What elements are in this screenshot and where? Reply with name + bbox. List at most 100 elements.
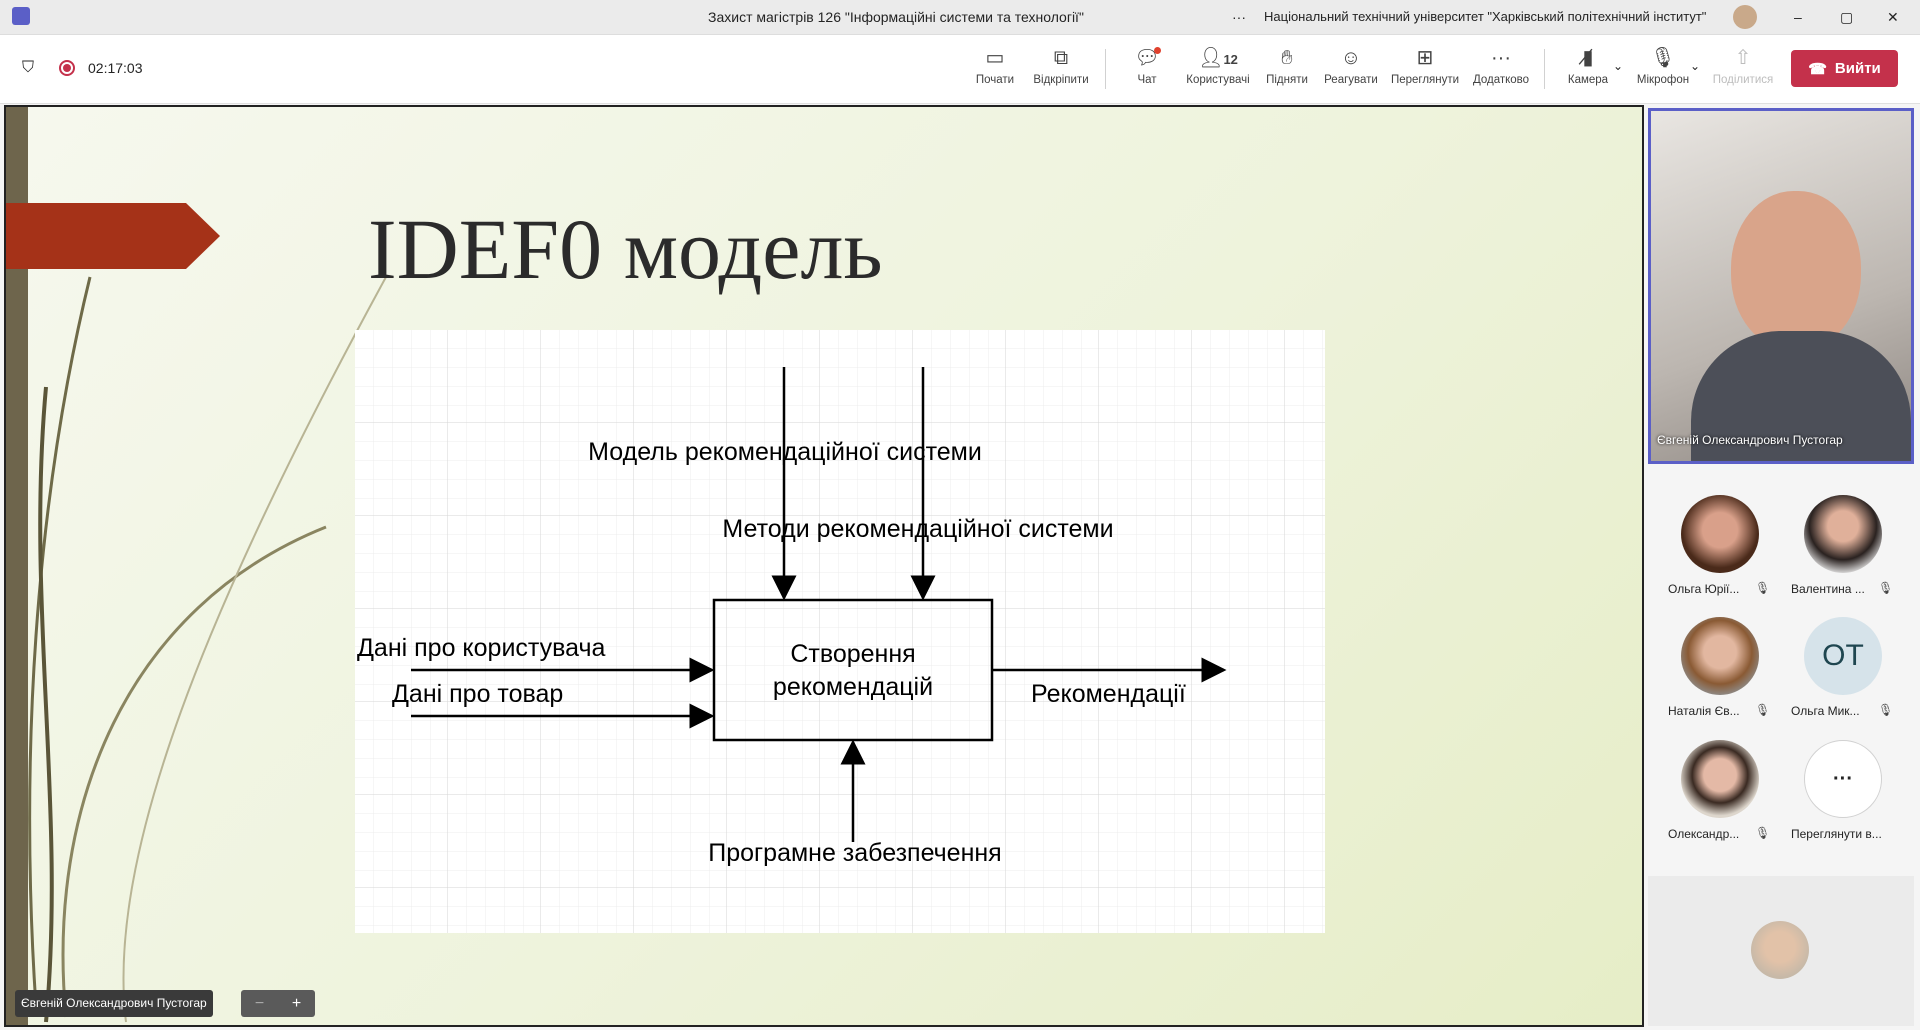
grass-stroke	[122, 276, 387, 1023]
notification-dot	[1154, 47, 1161, 54]
speaker-face	[1731, 191, 1861, 351]
button-label: Почати	[975, 74, 1015, 86]
people-count: 12	[1223, 52, 1238, 67]
camera-button[interactable]: ▮̸ Камера	[1553, 45, 1623, 86]
maximize-button[interactable]: ▢	[1840, 9, 1854, 25]
button-label: Підняти	[1266, 74, 1308, 86]
mic-options-chevron-icon[interactable]: ⌄	[1690, 59, 1701, 73]
participant-avatar[interactable]	[1804, 495, 1882, 573]
camera-off-icon: ▮̸	[1582, 47, 1594, 69]
participant-avatar[interactable]	[1681, 740, 1759, 818]
recording-icon	[59, 60, 75, 76]
grass-stroke	[38, 386, 54, 1023]
people-icon: 👤︎12	[1198, 47, 1238, 69]
control-label-1: Модель рекомендаційної системи	[588, 438, 982, 466]
organization-name[interactable]: Національний технічний університет "Харк…	[1264, 9, 1707, 24]
mic-muted-icon: 🎙︎	[1755, 581, 1771, 595]
participant-name: Ольга Мик...	[1791, 704, 1860, 718]
participant-avatar[interactable]	[1681, 617, 1759, 695]
mic-muted-icon: 🎙︎	[1878, 703, 1894, 717]
button-label: Додатково	[1472, 74, 1530, 86]
speaker-video-tile[interactable]: Євгеній Олександрович Пустогар	[1648, 108, 1914, 464]
shield-icon: ⛉	[22, 59, 35, 76]
phone-hangup-icon: ☎	[1808, 60, 1827, 78]
mic-off-icon: 🎙︎	[1650, 47, 1676, 69]
button-label: Мікрофон	[1636, 74, 1690, 86]
view-button[interactable]: ⊞ Переглянути	[1390, 45, 1460, 86]
participant-name: Олександр...	[1668, 827, 1740, 841]
participant-avatar-initials[interactable]: ОТ	[1804, 617, 1882, 695]
leave-button[interactable]: ☎ Вийти	[1791, 50, 1898, 87]
more-button[interactable]: ··· Додатково	[1466, 45, 1536, 86]
chat-button[interactable]: 💬︎ Чат	[1112, 45, 1182, 86]
mic-muted-icon: 🎙︎	[1755, 703, 1771, 717]
pop-out-button[interactable]: ⧉ Відкріпити	[1026, 45, 1096, 86]
react-button[interactable]: ☺ Реагувати	[1316, 45, 1386, 86]
self-view-tile[interactable]	[1648, 876, 1914, 1026]
grass-stroke	[61, 525, 327, 1018]
speaker-name: Євгеній Олександрович Пустогар	[1657, 433, 1843, 447]
participant-name: Валентина ...	[1791, 582, 1865, 596]
button-label: Поділитися	[1712, 74, 1774, 86]
zoom-in-button[interactable]: +	[291, 995, 302, 1012]
share-screen-icon: ▭	[985, 47, 1005, 69]
meeting-toolbar: ⛉ 02:17:03 ▭Почати ⧉Відкріпити 💬︎Чат 👤︎1…	[0, 35, 1920, 104]
share-screen-button[interactable]: ▭ Почати	[960, 45, 1030, 86]
minimize-button[interactable]: –	[1794, 9, 1802, 25]
slide-title: IDEF0 модель	[368, 201, 883, 297]
function-box	[712, 598, 994, 742]
chat-icon: 💬︎	[1134, 47, 1160, 69]
more-icon[interactable]: ···	[1804, 740, 1882, 818]
function-label-line1: Створення	[790, 640, 915, 668]
microphone-button[interactable]: 🎙︎ Мікрофон	[1628, 45, 1698, 86]
function-label-line2: рекомендацій	[773, 673, 933, 701]
grid	[355, 330, 1325, 933]
view-all-participants-link[interactable]: Переглянути в...	[1791, 827, 1882, 841]
participant-avatar[interactable]	[1681, 495, 1759, 573]
raise-hand-icon: ✋︎	[1281, 47, 1293, 69]
more-icon: ···	[1491, 47, 1511, 69]
mechanism-label: Програмне забезпечення	[708, 839, 1001, 867]
participants-grid: Ольга Юрії... 🎙︎ Валентина ... 🎙︎ Наталі…	[1648, 470, 1914, 870]
control-label-2: Методи рекомендаційної системи	[722, 515, 1113, 543]
window-title: Захист магістрів 126 "Інформаційні систе…	[708, 9, 1084, 25]
button-label: Камера	[1567, 74, 1609, 86]
red-arrow-shape	[6, 203, 220, 269]
output-label: Рекомендації	[1031, 680, 1186, 708]
close-button[interactable]: ✕	[1887, 9, 1899, 25]
idef0-diagram: Модель рекомендаційної системи Методи ре…	[355, 330, 1325, 933]
divider	[1544, 49, 1545, 89]
mic-muted-icon: 🎙︎	[1755, 826, 1771, 840]
divider	[1105, 49, 1106, 89]
share-icon: ⇧	[1734, 47, 1752, 69]
input-label-2: Дані про товар	[392, 680, 563, 708]
grass-stroke	[28, 276, 92, 1008]
self-avatar	[1751, 921, 1809, 979]
zoom-out-button[interactable]: −	[254, 995, 265, 1012]
slide-side-strip	[6, 107, 28, 1025]
button-label: Реагувати	[1324, 74, 1378, 86]
view-icon: ⊞	[1416, 47, 1434, 69]
camera-options-chevron-icon[interactable]: ⌄	[1613, 59, 1624, 73]
raise-hand-button[interactable]: ✋︎ Підняти	[1252, 45, 1322, 86]
participant-name: Наталія Єв...	[1668, 704, 1740, 718]
button-label: Відкріпити	[1033, 74, 1089, 86]
slide-decoration	[6, 203, 387, 1023]
button-label: Чат	[1137, 74, 1157, 86]
react-icon: ☺	[1340, 47, 1362, 69]
zoom-controls: − +	[241, 990, 315, 1017]
account-avatar[interactable]	[1733, 5, 1757, 29]
participant-name: Ольга Юрії...	[1668, 582, 1740, 596]
more-options-button[interactable]: ···	[1232, 9, 1246, 25]
shared-slide: IDEF0 модель Модель рекомендаційної сист…	[4, 105, 1644, 1027]
presenter-name-tag: Євгеній Олександрович Пустогар	[15, 990, 213, 1017]
pop-out-icon: ⧉	[1053, 47, 1069, 69]
leave-label: Вийти	[1834, 60, 1881, 77]
button-label: Переглянути	[1390, 74, 1460, 86]
speaker-hoodie	[1691, 331, 1911, 461]
title-bar: Захист магістрів 126 "Інформаційні систе…	[0, 0, 1920, 35]
share-button[interactable]: ⇧ Поділитися	[1708, 45, 1778, 86]
teams-logo-icon	[12, 7, 30, 25]
input-label-1: Дані про користувача	[357, 634, 606, 662]
